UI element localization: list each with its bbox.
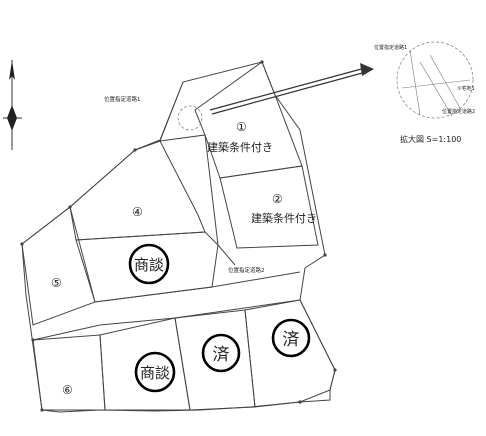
lot6-number: ⑥	[62, 383, 73, 397]
svg-text:済: 済	[283, 330, 300, 350]
enlarged-lot-label: ①宅地1	[457, 85, 475, 92]
lot-2	[219, 165, 319, 249]
road2-edge-bottom	[32, 299, 301, 341]
enlarged-caption: 拡大図 S=1:100	[400, 134, 461, 144]
svg-text:商談: 商談	[134, 256, 164, 274]
boundary-markers	[20, 60, 337, 412]
enlarge-marker-circle	[177, 105, 203, 131]
road1-edge-left	[134, 81, 184, 151]
lot2-number: ②	[272, 192, 283, 206]
enlarged-road1-label: 位置指定道路1	[374, 44, 407, 51]
stamp-lot8: 済	[201, 333, 241, 373]
enlarged-detail	[396, 41, 474, 119]
road2-label: 位置指定道路2	[228, 266, 265, 274]
lot1-condition: 建築条件付き	[207, 140, 273, 154]
enlarge-arrow-icon	[209, 63, 374, 115]
stamp-lot3: 商談	[128, 243, 170, 285]
lot-9	[244, 299, 336, 408]
north-arrow-icon	[3, 60, 22, 150]
lot-6	[32, 334, 106, 411]
stamp-lot7: 商談	[134, 351, 176, 393]
svg-text:商談: 商談	[140, 364, 170, 382]
enlarged-road2-label: 位置指定道路2	[442, 108, 475, 115]
lot1-number: ①	[236, 120, 247, 134]
stamp-lot9: 済	[271, 318, 311, 358]
lot2-condition: 建築条件付き	[251, 211, 317, 225]
lot-4	[69, 140, 206, 241]
road2-edge-top	[94, 271, 301, 303]
road1-edge-right	[159, 134, 236, 266]
road1-label: 位置指定道路1	[104, 95, 141, 103]
svg-text:済: 済	[213, 345, 230, 365]
lot-1	[194, 61, 303, 179]
lot4-number: ④	[132, 205, 143, 219]
lot5-number: ⑤	[51, 276, 62, 290]
